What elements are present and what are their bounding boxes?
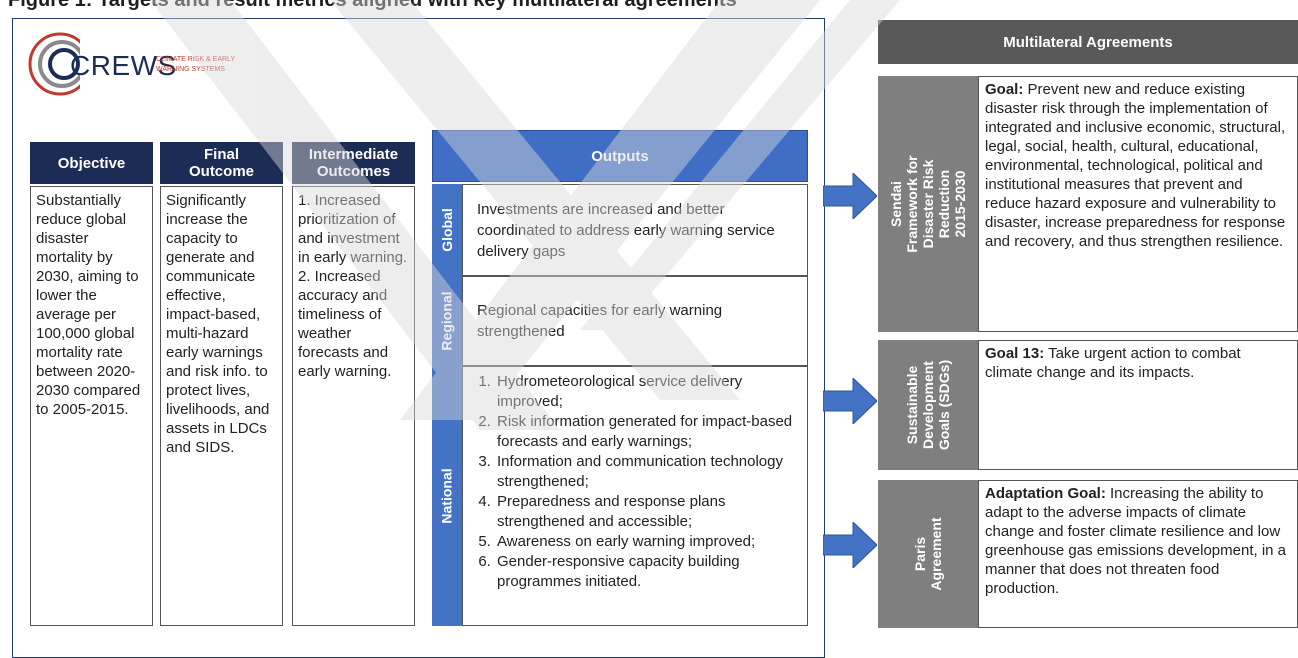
paris-label: Paris Agreement [878, 480, 978, 628]
final-outcome-header: Final Outcome [160, 142, 283, 184]
national-output-item: Gender-responsive capacity building prog… [495, 552, 799, 592]
national-output-item: Risk information generated for impact-ba… [495, 412, 799, 452]
intermediate-item-2: 2. Increased accuracy and timeliness of … [298, 268, 392, 380]
intermediate-text: 1. Increased prioritization of and inves… [292, 186, 415, 626]
intermediate-header: Intermediate Outcomes [292, 142, 415, 184]
objective-text: Substantially reduce global disaster mor… [30, 186, 153, 626]
figure-title: Figure 1: Targets and result metrics ali… [8, 0, 737, 11]
paris-goal: Adaptation Goal: Increasing the ability … [978, 480, 1298, 628]
arrow-right-icon [823, 173, 877, 219]
outputs-header: Outputs [432, 130, 808, 182]
objective-header: Objective [30, 142, 153, 184]
arrow-right-icon [823, 522, 877, 568]
logo-brand: CREWS [70, 50, 177, 81]
final-outcome-text: Significantly increase the capacity to g… [160, 186, 283, 626]
global-output: Investments are increased and better coo… [462, 184, 808, 276]
crews-logo-mark [28, 30, 100, 98]
sendai-goal: Goal: Prevent new and reduce existing di… [978, 76, 1298, 332]
global-label: Global [432, 184, 462, 276]
crews-logo: CREWS CLIMATE RISK & EARLY WARNING SYSTE… [26, 30, 256, 98]
logo-tagline-1: CLIMATE RISK & EARLY [156, 56, 236, 63]
national-output-item: Preparedness and response plans strength… [495, 492, 799, 532]
national-label: National [432, 366, 462, 626]
sendai-label: Sendai Framework for Disaster Risk Reduc… [878, 76, 978, 332]
national-output-item: Hydrometeorological service delivery imp… [495, 372, 799, 412]
sdgs-label: Sustainable Development Goals (SDGs) [878, 340, 978, 470]
regional-output: Regional capacities for early warning st… [462, 276, 808, 366]
arrow-right-icon [823, 378, 877, 424]
agreements-header: Multilateral Agreements [878, 20, 1298, 64]
national-output-item: Awareness on early warning improved; [495, 532, 799, 552]
intermediate-item-1: 1. Increased prioritization of and inves… [298, 192, 408, 266]
sdg-goal: Goal 13: Take urgent action to combat cl… [978, 340, 1298, 470]
national-output-list: Hydrometeorological service delivery imp… [469, 372, 799, 592]
national-output: Hydrometeorological service delivery imp… [462, 366, 808, 626]
national-output-item: Information and communication technology… [495, 452, 799, 492]
logo-tagline-2: WARNING SYSTEMS [156, 66, 225, 73]
regional-label: Regional [432, 276, 462, 366]
